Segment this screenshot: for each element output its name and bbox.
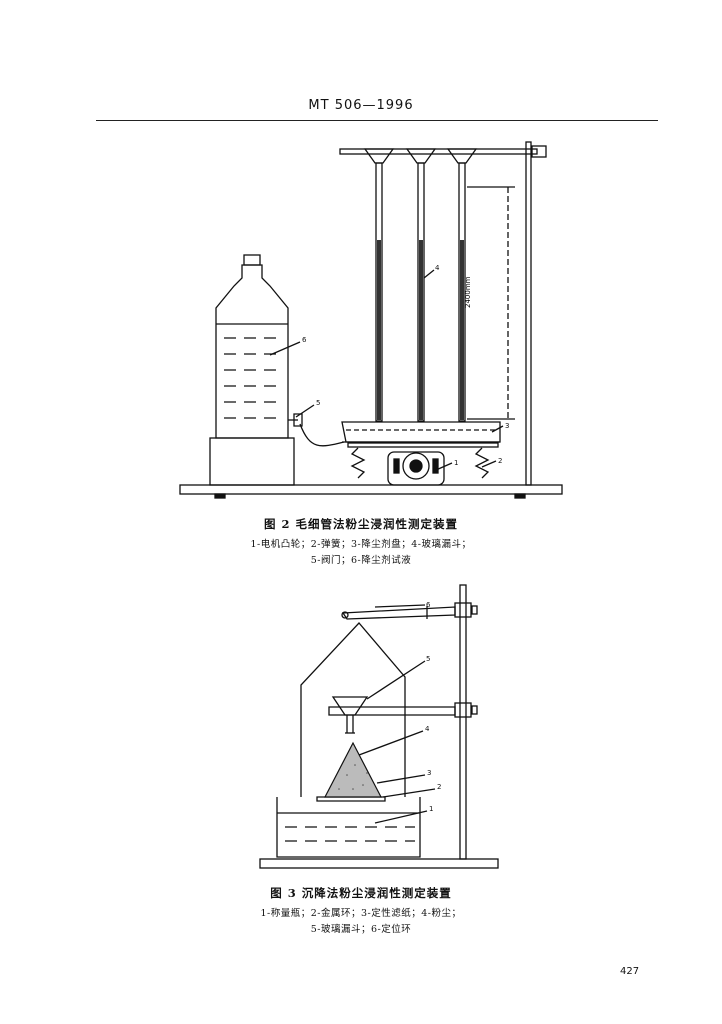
figure-3-legend-line1: 1-称量瓶；2-金属环；3-定性滤纸；4-粉尘； (260, 908, 462, 919)
base-board (179, 484, 563, 495)
callout-3: 3 (427, 769, 431, 777)
callout-4: 4 (435, 264, 440, 272)
figure-2-caption: 图 2 毛细管法粉尘浸润性测定装置 (263, 517, 458, 531)
callout-4: 4 (425, 725, 430, 733)
callout-6: 6 (302, 336, 307, 344)
bar-clamp (531, 145, 547, 158)
spring-left (350, 447, 366, 479)
dimension-label: 2400mm (464, 276, 472, 308)
page-number: 427 (620, 966, 640, 977)
weighing-bottle (276, 797, 421, 858)
figure-3-sedimentation-apparatus: 6 5 4 3 2 1 (259, 584, 499, 869)
foot-left (214, 493, 226, 499)
figure-2-legend-line2: 5-阀门；6-降尘剂试液 (310, 555, 412, 566)
motor (387, 451, 445, 486)
hose (299, 423, 345, 447)
lower-arm (328, 706, 456, 716)
stand-rod (459, 584, 467, 860)
callout-2: 2 (498, 457, 502, 465)
bottle-cap (243, 254, 261, 266)
funnel-1 (363, 148, 395, 164)
reagent-tray (341, 421, 501, 443)
callout-1: 1 (429, 805, 433, 813)
callout-5: 5 (426, 655, 430, 663)
capillary-tube-3 (458, 162, 466, 422)
cover-hood (300, 622, 406, 797)
capillary-tube-1 (375, 162, 383, 422)
horizontal-bar (339, 148, 538, 155)
spring-right (474, 447, 490, 479)
figure-3-caption: 图 3 沉降法粉尘浸润性测定装置 (270, 886, 452, 900)
stand-rod (525, 141, 532, 486)
callout-6: 6 (426, 601, 431, 609)
callout-2: 2 (437, 783, 441, 791)
callout-5: 5 (316, 399, 320, 407)
base-board (259, 858, 499, 869)
funnel-2 (405, 148, 437, 164)
callout-3: 3 (505, 422, 509, 430)
lower-clamp (454, 702, 472, 718)
top-clamp (454, 602, 472, 618)
capillary-tube-2 (417, 162, 425, 422)
callout-1: 1 (454, 459, 458, 467)
running-header: MT 506—1996 (308, 98, 414, 113)
figure-3-legend-line2: 5-玻璃漏斗；6-定位环 (310, 924, 412, 935)
header-rule (96, 120, 658, 121)
bottle-stand (209, 437, 295, 486)
foot-right (514, 493, 526, 499)
funnel-3 (446, 148, 478, 164)
glass-funnel (331, 696, 369, 716)
dust-pile (324, 741, 382, 798)
reagent-bottle (215, 264, 289, 439)
figure-2-capillary-apparatus: 2400mm 6 5 4 3 2 1 (179, 141, 563, 499)
motor-cam (402, 452, 430, 480)
figure-2-legend-line1: 1-电机凸轮；2-弹簧；3-降尘剂盘；4-玻璃漏斗； (250, 539, 472, 550)
upper-arm (341, 606, 456, 620)
